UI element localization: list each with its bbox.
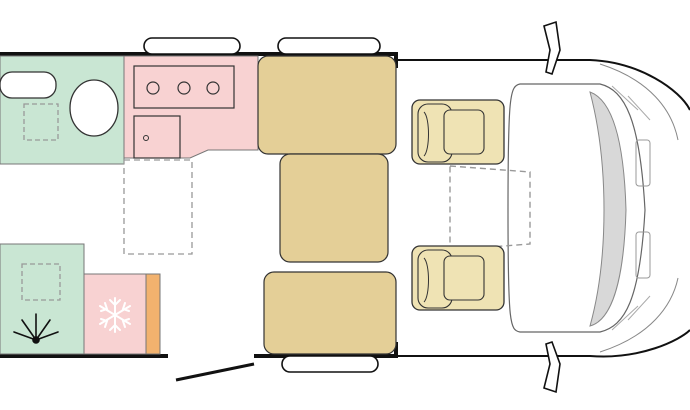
cab-table-dashed: [449, 165, 531, 251]
windscreen: [589, 91, 627, 327]
entrance-door: [175, 362, 255, 382]
driver-seat-icon: [411, 99, 505, 165]
window-top-1: [143, 37, 241, 55]
fridge-strip: [145, 273, 161, 355]
dash-vent-bottom: [635, 231, 651, 279]
passenger-seat-icon: [411, 245, 505, 311]
a-pillar-bottom: [611, 295, 651, 331]
window-bottom: [281, 355, 379, 373]
bonnet-line: [599, 63, 679, 353]
shower-tray-dashed: [23, 103, 59, 141]
burner-3: [206, 81, 220, 95]
seating-zone-top: [257, 55, 397, 155]
kitchen-zone: [123, 55, 259, 159]
dash-vent-top: [635, 139, 651, 187]
seating-zone-bottom: [263, 271, 397, 355]
mirror-icon: [543, 340, 561, 394]
vehicle-outline: [398, 59, 690, 358]
table-cushion: [279, 153, 389, 263]
sink-icon: [133, 115, 181, 159]
wardrobe-dashed: [21, 263, 61, 301]
snowflake-icon: [99, 297, 131, 333]
burner-2: [177, 81, 191, 95]
window-top-2: [277, 37, 381, 55]
washbasin-icon: [0, 71, 57, 99]
toilet-icon: [69, 79, 119, 137]
sink-drain: [143, 135, 149, 141]
hob-icon: [133, 65, 235, 109]
floor-storage-dashed: [123, 159, 193, 255]
mirror-icon: [543, 20, 561, 76]
burner-1: [146, 81, 160, 95]
light-icon: [13, 313, 59, 344]
a-pillar-top: [611, 85, 651, 121]
